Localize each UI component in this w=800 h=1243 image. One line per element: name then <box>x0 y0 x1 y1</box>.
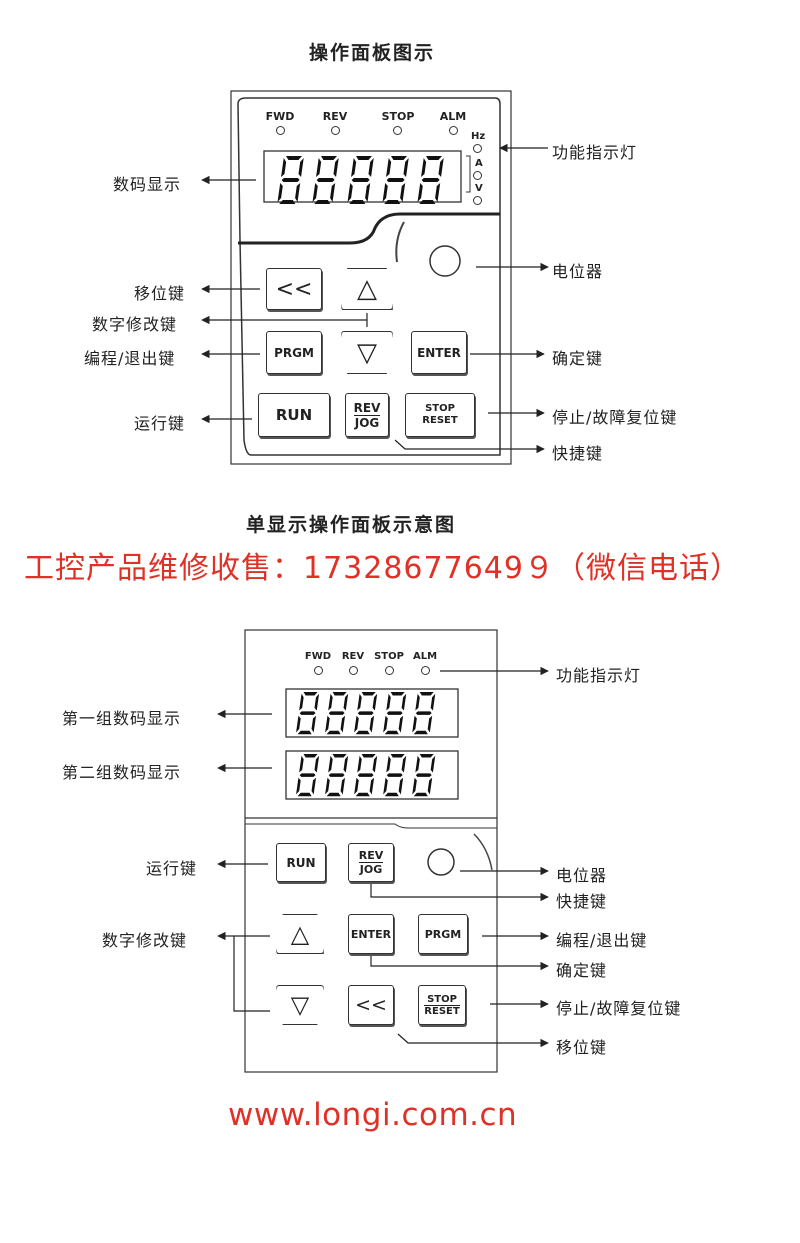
label-indicator: 功能指示灯 <box>552 143 638 162</box>
label-display: 数码显示 <box>113 175 182 194</box>
led-alm <box>449 126 458 135</box>
panel2-stop-reset-key[interactable]: STOP RESET <box>418 985 466 1025</box>
p2-label-indicator: 功能指示灯 <box>556 666 642 685</box>
led-label-rev: REV <box>322 110 348 123</box>
panel2-potentiometer <box>427 848 455 876</box>
panel2-enter-key[interactable]: ENTER <box>348 914 394 954</box>
panel1-title: 操作面板图示 <box>309 42 436 64</box>
unit-a-label: A <box>475 158 483 169</box>
p2-led-fwd <box>314 666 323 675</box>
panel2-shift-key[interactable]: << <box>348 985 394 1025</box>
website-url[interactable]: www.longi.com.cn <box>228 1097 518 1133</box>
label-stop: 停止/故障复位键 <box>552 408 678 427</box>
unit-hz-led <box>473 144 482 153</box>
led-label-alm: ALM <box>439 110 467 123</box>
panel1-shift-key[interactable]: << <box>266 268 322 310</box>
promo-banner: 工控产品维修收售：17328677649９（微信电话） <box>24 551 741 586</box>
panel1-up-key[interactable]: △ <box>341 268 393 310</box>
panel2-jog-text: JOG <box>359 863 383 876</box>
panel1-down-key[interactable]: ▽ <box>341 331 393 374</box>
p2-label-modify: 数字修改键 <box>102 931 188 950</box>
panel1-stop-reset-key[interactable]: STOP RESET <box>405 393 475 437</box>
label-modify: 数字修改键 <box>92 315 178 334</box>
unit-v-label: V <box>475 183 483 194</box>
panel2-reset-text: RESET <box>424 1004 460 1017</box>
panel2-prgm-key[interactable]: PRGM <box>418 914 468 954</box>
panel1-rev-text: REV <box>353 400 381 416</box>
p2-led-label-stop: STOP <box>374 651 404 662</box>
label-prgm: 编程/退出键 <box>84 349 176 368</box>
label-pot: 电位器 <box>552 262 604 281</box>
p2-label-enter: 确定键 <box>556 961 608 980</box>
panel1-swoosh <box>395 221 405 263</box>
panel1-prgm-key[interactable]: PRGM <box>266 331 322 374</box>
panel1-jog-text: JOG <box>354 415 380 430</box>
p2-label-shortcut: 快捷键 <box>556 892 608 911</box>
p2-led-rev <box>349 666 358 675</box>
p2-label-run: 运行键 <box>146 859 198 878</box>
panel2-run-key[interactable]: RUN <box>276 843 326 882</box>
label-shift: 移位键 <box>134 284 186 303</box>
panel1-potentiometer <box>429 245 461 277</box>
panel2-rev-jog-key[interactable]: REV JOG <box>348 843 394 882</box>
panel1-divider <box>238 212 500 245</box>
panel2-stop-text: STOP <box>427 993 457 1005</box>
label-run: 运行键 <box>134 414 186 433</box>
p2-led-label-rev: REV <box>341 651 365 662</box>
p2-led-label-alm: ALM <box>412 651 438 662</box>
p2-label-display2: 第二组数码显示 <box>62 763 182 782</box>
panel2-down-key[interactable]: ▽ <box>276 985 324 1025</box>
led-rev <box>331 126 340 135</box>
panel1-stop-text: STOP <box>425 403 455 414</box>
panel1-enter-key[interactable]: ENTER <box>411 331 467 374</box>
p2-label-shift: 移位键 <box>556 1038 608 1057</box>
unit-v-led <box>473 196 482 205</box>
unit-a-led <box>473 171 482 180</box>
led-label-fwd: FWD <box>265 110 295 123</box>
p2-led-label-fwd: FWD <box>304 651 332 662</box>
p2-label-stop: 停止/故障复位键 <box>556 999 682 1018</box>
p2-led-alm <box>421 666 430 675</box>
led-label-stop: STOP <box>381 110 415 123</box>
p2-led-stop <box>385 666 394 675</box>
panel2-rev-text: REV <box>358 849 384 863</box>
label-shortcut: 快捷键 <box>552 444 604 463</box>
p2-label-display1: 第一组数码显示 <box>62 709 182 728</box>
panel2-up-key[interactable]: △ <box>276 914 324 954</box>
panel1-reset-text: RESET <box>422 415 458 426</box>
p2-label-pot: 电位器 <box>556 866 608 885</box>
panel1-run-key[interactable]: RUN <box>258 393 330 437</box>
panel2-title: 单显示操作面板示意图 <box>246 514 457 536</box>
led-fwd <box>276 126 285 135</box>
panel1-rev-jog-key[interactable]: REV JOG <box>345 393 389 437</box>
p2-label-prgm: 编程/退出键 <box>556 931 648 950</box>
led-stop <box>393 126 402 135</box>
unit-hz-label: Hz <box>471 131 486 142</box>
label-enter: 确定键 <box>552 349 604 368</box>
